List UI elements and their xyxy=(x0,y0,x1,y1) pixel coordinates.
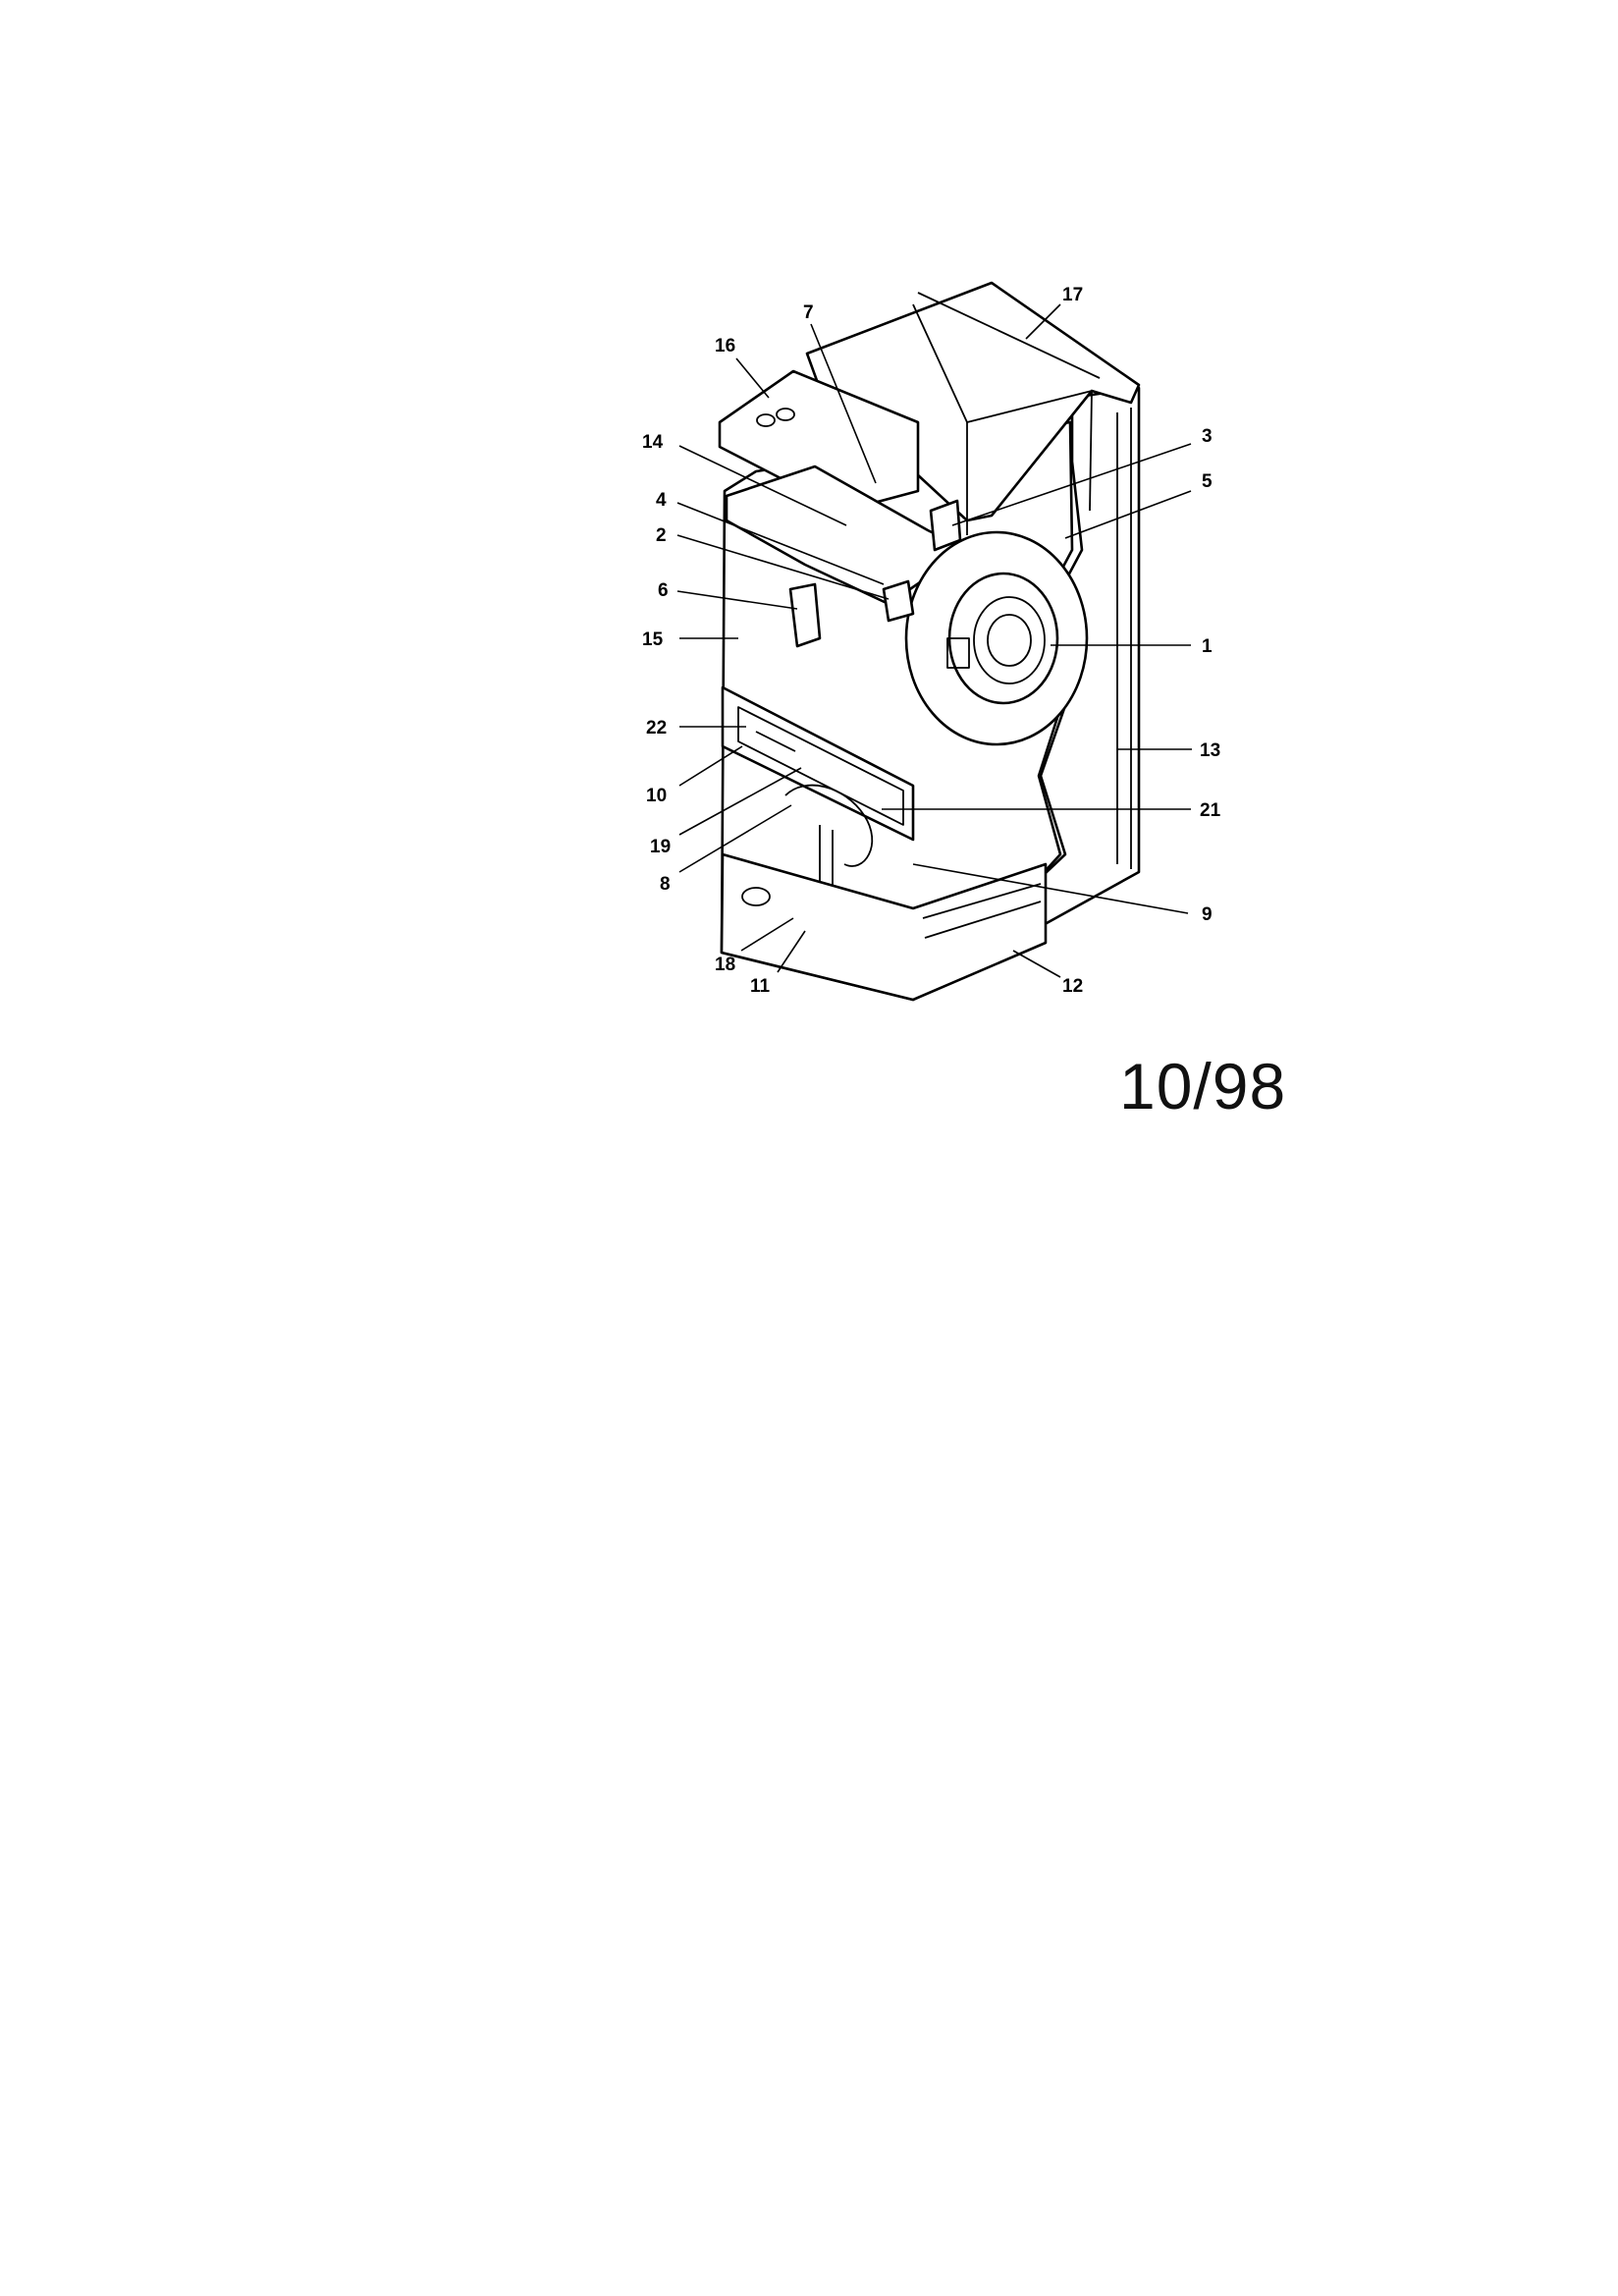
callout-18: 18 xyxy=(715,955,735,975)
callout-12: 12 xyxy=(1062,976,1083,997)
leader-18 xyxy=(740,917,794,952)
heater-assembly xyxy=(784,784,874,867)
leader-lines xyxy=(676,303,1192,978)
callout-8: 8 xyxy=(660,874,671,895)
callout-11: 11 xyxy=(750,976,771,997)
leader-2 xyxy=(676,534,890,600)
leader-3 xyxy=(951,443,1192,526)
callout-14: 14 xyxy=(642,432,664,453)
callout-2: 2 xyxy=(656,525,667,546)
control-lid xyxy=(718,369,920,513)
leader-10 xyxy=(678,745,743,787)
side-component xyxy=(788,582,822,648)
callout-4: 4 xyxy=(656,490,667,511)
leader-16 xyxy=(735,357,770,399)
callout-19: 19 xyxy=(650,837,671,857)
callout-3: 3 xyxy=(1202,426,1213,447)
leader-7 xyxy=(810,323,877,484)
leader-14 xyxy=(678,445,847,526)
callout-1: 1 xyxy=(1202,636,1213,657)
leader-6 xyxy=(676,590,798,610)
leader-17 xyxy=(1025,303,1061,340)
revision-date: 10/98 xyxy=(1119,1050,1287,1122)
callout-22: 22 xyxy=(646,718,667,738)
callout-21: 21 xyxy=(1200,800,1221,821)
leader-4 xyxy=(676,502,885,585)
callout-5: 5 xyxy=(1202,471,1213,492)
base-tray xyxy=(720,852,1048,1002)
callout-7: 7 xyxy=(803,302,814,323)
callout-15: 15 xyxy=(642,629,664,650)
callout-10: 10 xyxy=(646,786,667,806)
callout-16: 16 xyxy=(715,336,735,356)
leader-11 xyxy=(777,930,806,973)
appliance-illustration xyxy=(718,281,1141,1002)
callout-17: 17 xyxy=(1062,285,1083,305)
leader-5 xyxy=(1064,490,1192,539)
leader-9 xyxy=(912,863,1189,914)
callout-9: 9 xyxy=(1202,904,1213,925)
leader-19 xyxy=(678,767,802,836)
callout-13: 13 xyxy=(1200,740,1220,761)
leader-12 xyxy=(1012,950,1061,978)
electrical-module xyxy=(929,499,962,552)
leader-8 xyxy=(678,804,792,873)
callout-6: 6 xyxy=(658,580,669,601)
callout-labels: 1 2 3 4 5 6 7 8 9 10 11 12 13 14 15 16 1… xyxy=(642,285,1221,997)
